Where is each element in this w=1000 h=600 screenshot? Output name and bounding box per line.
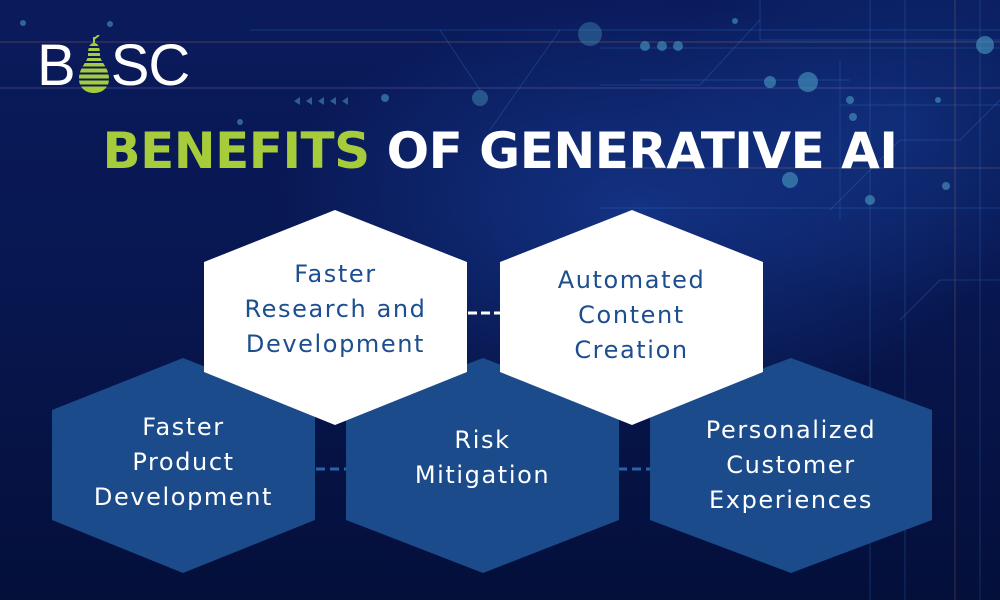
benefit-line: Development bbox=[245, 330, 426, 358]
benefit-personalized-experiences: Personalized Customer Experiences bbox=[650, 413, 932, 518]
benefit-faster-product: Faster Product Development bbox=[52, 410, 315, 515]
benefit-faster-research: Faster Research and Development bbox=[204, 257, 467, 362]
benefit-line: Creation bbox=[574, 336, 689, 364]
benefit-automated-content: Automated Content Creation bbox=[500, 263, 763, 368]
benefit-line: Risk bbox=[454, 426, 511, 454]
hexagon-personalized-customer-experiences bbox=[650, 358, 932, 573]
hexagon-faster-research bbox=[204, 210, 467, 425]
logo-letter-b: B bbox=[37, 33, 76, 98]
benefit-line: Faster bbox=[142, 413, 225, 441]
benefit-line: Product bbox=[132, 448, 235, 476]
pear-icon bbox=[78, 35, 109, 93]
benefit-line: Mitigation bbox=[414, 461, 551, 489]
logo-letters-sc: SC bbox=[110, 33, 191, 98]
hexagon-automated-content bbox=[500, 210, 763, 425]
page-title: BENEFITS OF GENERATIVE AI bbox=[0, 122, 1000, 180]
benefit-line: Content bbox=[578, 301, 685, 329]
benefit-risk-mitigation: Risk Mitigation bbox=[346, 423, 619, 493]
benefit-line: Automated bbox=[557, 266, 706, 294]
benefit-line: Faster bbox=[294, 260, 377, 288]
benefit-line: Personalized bbox=[705, 416, 877, 444]
hexagon-risk-mitigation bbox=[346, 358, 619, 573]
title-highlight: BENEFITS bbox=[102, 122, 371, 180]
hexagon-faster-product-development bbox=[52, 358, 315, 573]
basc-logo: B SC bbox=[37, 33, 191, 98]
benefit-line: Research and bbox=[244, 295, 427, 323]
benefit-line: Development bbox=[93, 483, 274, 511]
benefit-line: Experiences bbox=[709, 486, 873, 514]
benefit-line: Customer bbox=[726, 451, 856, 479]
title-rest: OF GENERATIVE AI bbox=[386, 122, 898, 180]
